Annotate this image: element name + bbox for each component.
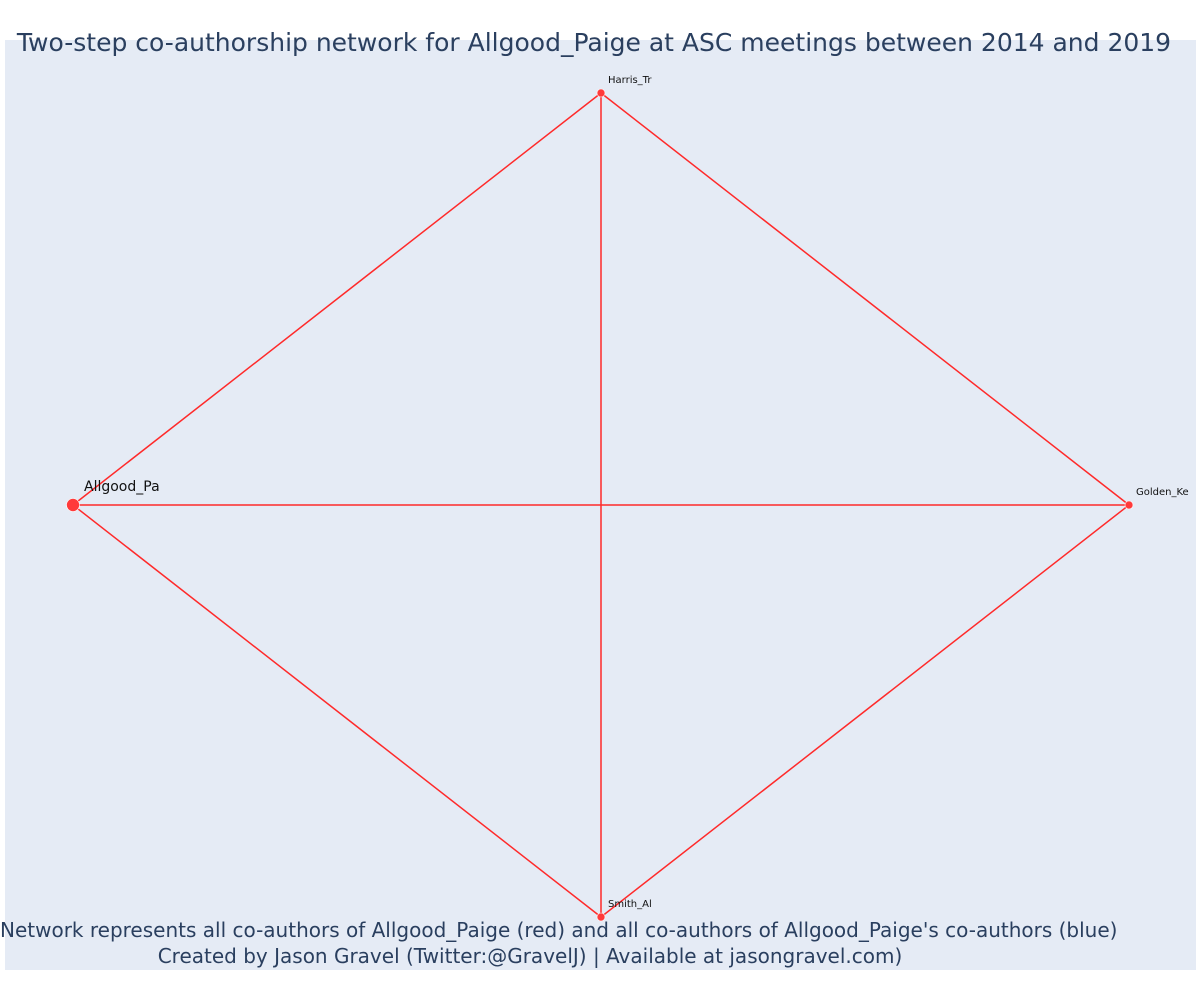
node-label-allgood: Allgood_Pa	[84, 479, 160, 495]
chart-title: Two-step co-authorship network for Allgo…	[16, 28, 1172, 57]
node-allgood[interactable]	[66, 498, 80, 512]
caption-line-2: Created by Jason Gravel (Twitter:@Gravel…	[157, 944, 903, 968]
edge-allgood-harris	[72, 92, 602, 506]
node-label-golden: Golden_Ke	[1136, 487, 1189, 498]
edge-golden-smith	[600, 504, 1130, 918]
node-label-harris: Harris_Tr	[608, 75, 652, 86]
node-golden[interactable]	[1124, 500, 1134, 510]
nodes-layer	[66, 88, 1134, 922]
edge-harris-golden	[600, 92, 1130, 506]
edges-layer	[72, 92, 1130, 918]
edge-allgood-smith	[72, 504, 602, 918]
caption-line-1: Network represents all co-authors of All…	[0, 918, 1118, 942]
node-smith[interactable]	[596, 912, 606, 922]
node-label-smith: Smith_Al	[608, 899, 652, 910]
node-harris[interactable]	[596, 88, 606, 98]
